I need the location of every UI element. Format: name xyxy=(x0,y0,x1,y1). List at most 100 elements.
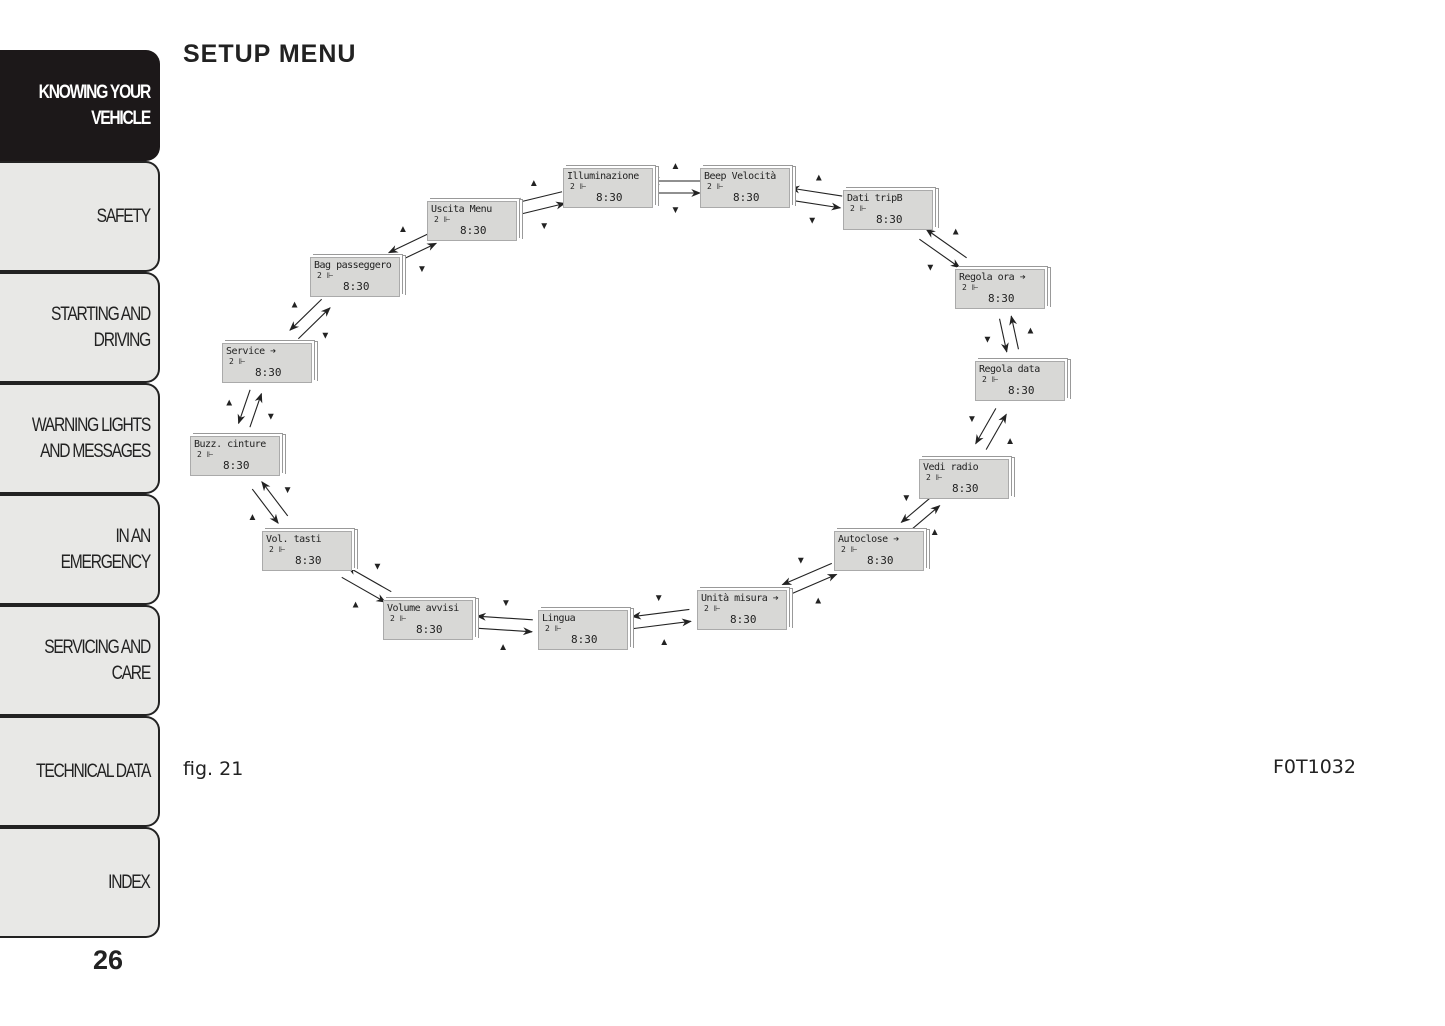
tab-in-an-emergency[interactable]: IN AN EMERGENCY xyxy=(0,494,160,605)
screen-time: 8:30 xyxy=(733,191,760,204)
navigation-arrow xyxy=(393,242,438,264)
down-triangle-icon: ▼ xyxy=(266,412,276,423)
screen-time: 8:30 xyxy=(596,191,623,204)
screen-time: 8:30 xyxy=(460,224,487,237)
screen-time: 8:30 xyxy=(295,554,322,567)
screen-indicator: 2 ⊩ xyxy=(704,604,721,613)
down-triangle-icon: ▼ xyxy=(671,205,681,216)
navigation-arrow xyxy=(249,392,263,428)
navigation-arrow xyxy=(387,232,432,254)
navigation-arrow xyxy=(289,298,323,331)
page-number: 26 xyxy=(93,945,124,975)
up-triangle-icon: ▲ xyxy=(290,299,300,310)
screen-time: 8:30 xyxy=(1008,384,1035,397)
up-triangle-icon: ▲ xyxy=(1005,436,1015,447)
tab-technical-data[interactable]: TECHNICAL DATA xyxy=(0,716,160,827)
screen-time: 8:30 xyxy=(255,366,282,379)
screen-time: 8:30 xyxy=(876,213,903,226)
navigation-arrow xyxy=(786,573,838,597)
screen-indicator: 2 ⊩ xyxy=(570,182,587,191)
screen-label: Service ➔ xyxy=(226,346,276,357)
screen-label: Illuminazione xyxy=(567,171,639,182)
navigation-arrow xyxy=(925,228,967,259)
navigation-arrow xyxy=(998,318,1009,353)
navigation-arrow xyxy=(633,618,692,630)
screen-time: 8:30 xyxy=(730,613,757,626)
navigation-arrow xyxy=(789,185,843,197)
screen-indicator: 2 ⊩ xyxy=(545,624,562,633)
screen-time: 8:30 xyxy=(952,482,979,495)
tab-safety[interactable]: SAFETY xyxy=(0,161,160,272)
screen-label: Beep Velocità xyxy=(704,171,776,182)
tab-label: SERVICING AND CARE xyxy=(44,636,151,684)
figure-caption: fig. 21 xyxy=(183,758,244,780)
screen-label: Uscita Menu xyxy=(431,204,492,215)
up-triangle-icon: ▲ xyxy=(498,642,508,653)
up-triangle-icon: ▲ xyxy=(529,178,539,189)
screen-indicator: 2 ⊩ xyxy=(962,283,979,292)
screen-indicator: 2 ⊩ xyxy=(317,271,334,280)
down-triangle-icon: ▼ xyxy=(983,335,993,346)
tab-starting-and-driving[interactable]: STARTING AND DRIVING xyxy=(0,272,160,383)
navigation-arrow xyxy=(297,307,331,340)
up-triangle-icon: ▲ xyxy=(398,224,408,235)
up-triangle-icon: ▲ xyxy=(671,161,681,172)
up-triangle-icon: ▲ xyxy=(930,527,940,538)
up-triangle-icon: ▲ xyxy=(951,227,961,238)
navigation-arrow xyxy=(975,408,997,445)
menu-screen: Unità misura ➔2 ⊩8:30 xyxy=(697,590,787,630)
down-triangle-icon: ▼ xyxy=(807,216,817,227)
navigation-arrow xyxy=(341,576,387,603)
screen-time: 8:30 xyxy=(343,280,370,293)
screen-time: 8:30 xyxy=(988,292,1015,305)
tab-label: KNOWING YOUR VEHICLE xyxy=(38,81,152,129)
tab-label: STARTING AND DRIVING xyxy=(51,303,151,351)
tab-label: WARNING LIGHTS AND MESSAGES xyxy=(31,414,151,462)
screen-indicator: 2 ⊩ xyxy=(982,375,999,384)
screen-label: Lingua xyxy=(542,613,576,624)
navigation-arrow xyxy=(475,612,533,621)
navigation-arrow xyxy=(781,562,833,586)
screen-label: Dati tripB xyxy=(847,193,903,204)
menu-screen: Service ➔2 ⊩ 8:30 xyxy=(222,343,312,383)
tab-index[interactable]: INDEX xyxy=(0,827,160,938)
tab-warning-lights-and-messages[interactable]: WARNING LIGHTS AND MESSAGES xyxy=(0,383,160,494)
down-triangle-icon: ▼ xyxy=(967,414,977,425)
navigation-arrow xyxy=(515,201,566,216)
figure-code: F0T1032 xyxy=(1273,756,1356,778)
screen-indicator: 2 ⊩ xyxy=(229,357,246,366)
screen-indicator: 2 ⊩ xyxy=(841,545,858,554)
tab-label: TECHNICAL DATA xyxy=(35,760,151,782)
screen-indicator: 2 ⊩ xyxy=(434,215,451,224)
navigation-arrow xyxy=(788,199,842,211)
up-triangle-icon: ▲ xyxy=(248,512,258,523)
up-triangle-icon: ▲ xyxy=(351,600,361,611)
tab-label: SAFETY xyxy=(96,205,151,227)
screen-indicator: 2 ⊩ xyxy=(390,614,407,623)
screen-time: 8:30 xyxy=(223,459,250,472)
navigation-arrow xyxy=(476,627,534,636)
page-title: SETUP MENU xyxy=(183,40,357,68)
navigation-arrow xyxy=(251,488,279,525)
tab-knowing-your-vehicle[interactable]: KNOWING YOUR VEHICLE xyxy=(0,50,160,161)
navigation-arrow xyxy=(261,480,289,517)
tab-servicing-and-care[interactable]: SERVICING AND CARE xyxy=(0,605,160,716)
navigation-arrow xyxy=(900,496,933,524)
navigation-arrow xyxy=(985,413,1007,450)
screen-time: 8:30 xyxy=(416,623,443,636)
down-triangle-icon: ▼ xyxy=(654,593,664,604)
screen-time: 8:30 xyxy=(867,554,894,567)
screen-indicator: 2 ⊩ xyxy=(850,204,867,213)
